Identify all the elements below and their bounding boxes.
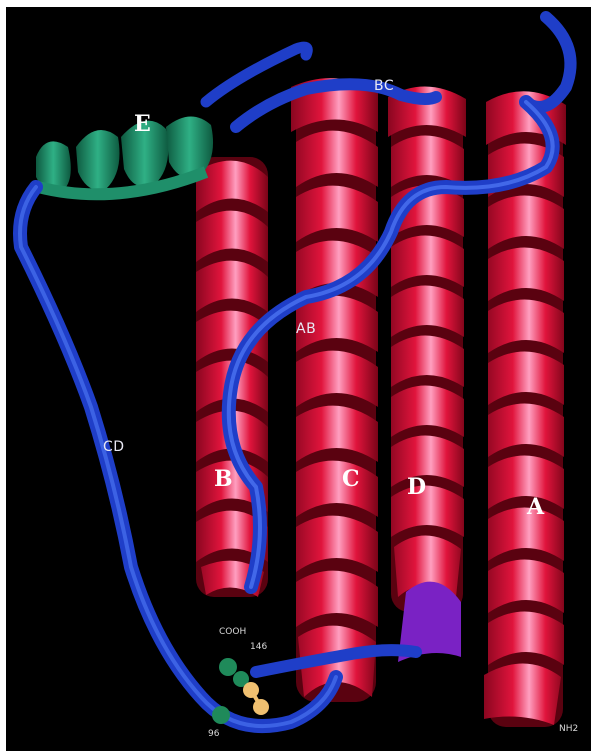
helix-d <box>388 86 466 662</box>
helix-d-label: D <box>407 476 426 498</box>
helix-c-label: C <box>342 468 360 490</box>
helix-a-label: A <box>527 496 544 518</box>
loop-bc-label: BC <box>374 79 394 93</box>
loop-cd-label: CD <box>103 440 125 454</box>
c-terminus-label: COOH <box>219 628 246 637</box>
residue-146-label: 146 <box>250 643 267 652</box>
ribbon-diagram <box>6 7 591 751</box>
residue-96-label: 96 <box>208 730 219 739</box>
helix-e-label: E <box>134 113 151 135</box>
helix-b-label: B <box>214 468 233 490</box>
helix-c <box>291 78 378 702</box>
loop-ab-label: AB <box>296 322 316 336</box>
protein-ribbon-figure: E BC AB CD B C D A COOH 146 96 NH2 <box>6 7 591 751</box>
n-terminus-label: NH2 <box>559 725 578 734</box>
